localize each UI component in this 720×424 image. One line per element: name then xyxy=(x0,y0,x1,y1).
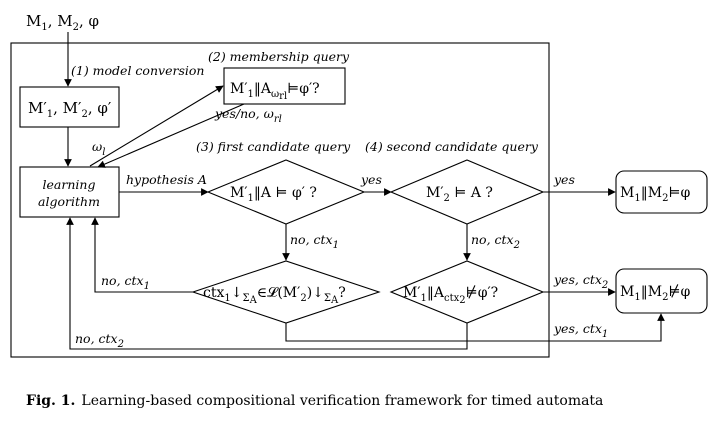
figure-caption: Fig. 1. Learning-based compositional veri… xyxy=(26,393,603,409)
learning-algorithm-label-2: algorithm xyxy=(38,194,100,209)
counterexample-label: ctx1↓ΣA∈𝓛(M′2)↓ΣA? xyxy=(203,285,346,306)
edge-no-ctx1-down: no, ctx1 xyxy=(290,232,339,251)
second-query-label: M′2 ⊨ A ? xyxy=(426,185,493,204)
refutation-label: M′1‖Actx2⊭φ′? xyxy=(403,285,498,306)
converted-models-label: M′1, M′2, φ′ xyxy=(28,99,112,120)
step-first-candidate-query: (3) first candidate query xyxy=(196,139,351,154)
converted-models-box xyxy=(19,86,120,128)
arrow-no-ctx2-back xyxy=(66,217,468,350)
learning-algorithm-box xyxy=(19,166,120,218)
edge-no-ctx1-back: no, ctx1 xyxy=(101,273,150,292)
edge-yes-ctx1: yes, ctx1 xyxy=(553,321,608,340)
edge-membership-answer: yes/no, ωrl xyxy=(214,106,282,125)
result-violated-box xyxy=(615,268,708,314)
membership-query-box xyxy=(223,67,346,105)
input-label: M1, M2, φ xyxy=(26,12,99,33)
framework-boundary xyxy=(10,42,550,358)
edge-no-ctx2-back: no, ctx2 xyxy=(75,331,124,350)
edge-omega-l: ωl xyxy=(92,139,105,158)
edge-yes-ctx2: yes, ctx2 xyxy=(553,272,608,291)
step-membership-query: (2) membership query xyxy=(208,49,350,64)
arrow-membership-answer xyxy=(97,103,245,168)
learning-algorithm-label-1: learning xyxy=(43,177,96,192)
edge-no-ctx2-down: no, ctx2 xyxy=(471,232,520,251)
arrow-no-ctx1-back xyxy=(91,217,193,293)
caption-label: Fig. 1. xyxy=(26,393,75,409)
edge-hypothesis: hypothesis A xyxy=(126,172,207,187)
caption-text: Learning-based compositional verificatio… xyxy=(81,393,603,409)
result-satisfied-box xyxy=(615,170,708,214)
arrow-yes-ctx1 xyxy=(285,313,665,342)
counterexample-diamond xyxy=(191,260,381,324)
step-model-conversion: (1) model conversion xyxy=(71,63,204,78)
edge-yes-2: yes xyxy=(553,172,575,187)
edge-yes-1: yes xyxy=(360,172,382,187)
arrow-omega-l xyxy=(89,85,224,167)
step-second-candidate-query: (4) second candidate query xyxy=(365,139,539,154)
